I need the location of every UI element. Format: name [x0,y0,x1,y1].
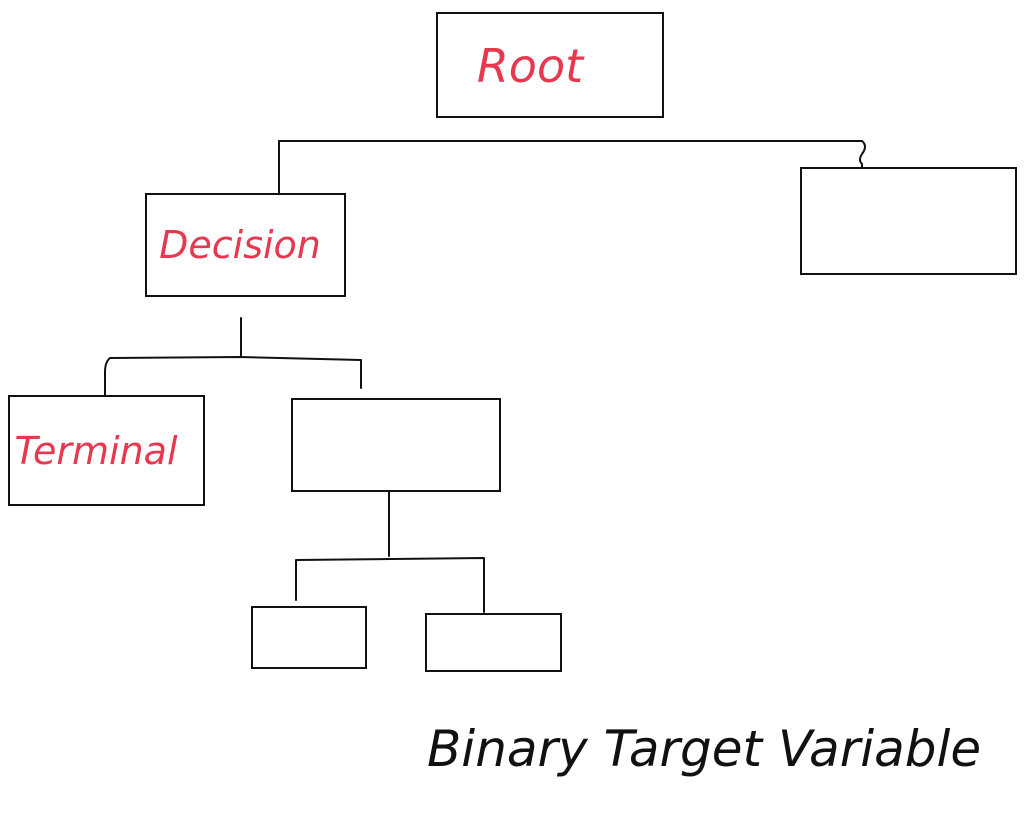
terminal-label: Terminal [14,429,177,473]
node-terminal: Terminal [8,395,205,506]
right-child-box [800,167,1017,275]
connectors [104,140,866,613]
decision-right-child-box [291,398,501,492]
diagram-caption: Binary Target Variable [427,720,981,778]
decision-label: Decision [159,223,321,267]
root-label: Root [477,39,585,93]
node-decision: Decision [145,193,346,297]
terminal-box [8,395,205,506]
node-decision-right-child [291,398,501,492]
decision-box [145,193,346,297]
node-leaf-left [251,606,367,669]
connector-inner-branch [295,557,485,613]
connector-decision-branch [104,356,362,397]
root-box [436,12,664,118]
node-right-child [800,167,1017,275]
leaf-right-box [425,613,562,672]
node-leaf-right [425,613,562,672]
leaf-left-box [251,606,367,669]
node-root: Root [436,12,664,118]
connector-root-children [278,140,866,197]
